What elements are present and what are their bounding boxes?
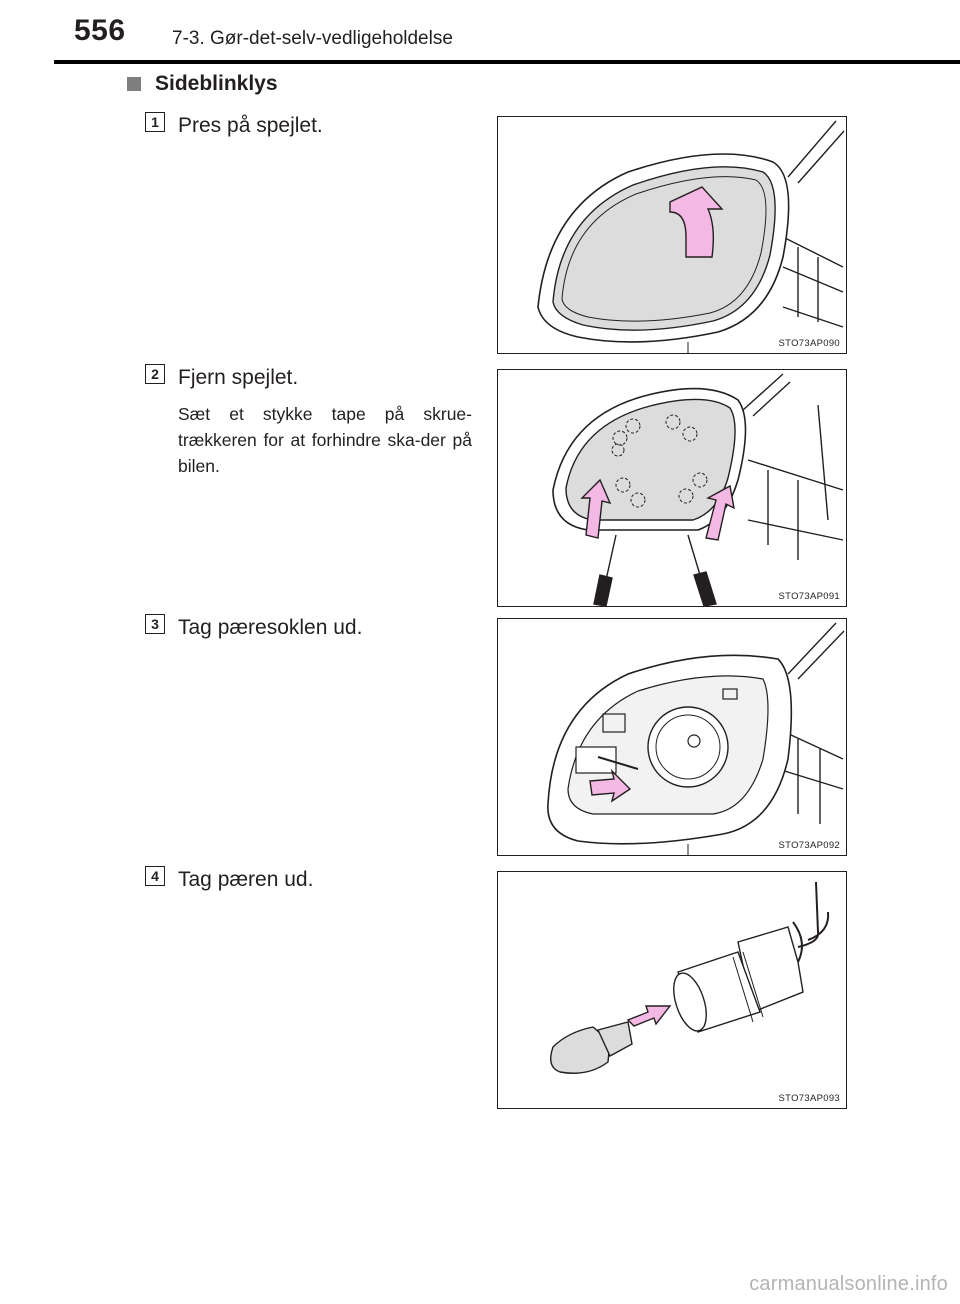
step-badge-4: 4 [145, 866, 165, 886]
figure-code-3: STO73AP092 [778, 840, 840, 851]
figure-press-mirror: STO73AP090 [497, 116, 847, 354]
square-bullet-icon [127, 77, 141, 91]
figure-remove-mirror: STO73AP091 [497, 369, 847, 607]
figure-code-2: STO73AP091 [778, 591, 840, 602]
bulb-socket-illustration [547, 622, 845, 855]
figure-remove-bulb: STO73AP093 [497, 871, 847, 1109]
bulb-removal-illustration [550, 881, 830, 1074]
section-heading: Sideblinklys [127, 72, 278, 96]
chapter-title: 7-3. Gør-det-selv-vedligeholdelse [172, 28, 453, 49]
page-number: 556 [74, 14, 126, 47]
watermark: carmanualsonline.info [749, 1273, 948, 1295]
step-text-1: Pres på spejlet. [178, 114, 323, 137]
step-badge-3: 3 [145, 614, 165, 634]
step-badge-1: 1 [145, 112, 165, 132]
figure-code-4: STO73AP093 [778, 1093, 840, 1104]
section-heading-text: Sideblinklys [155, 72, 278, 95]
mirror-remove-illustration [552, 373, 844, 606]
figure-remove-bulb-socket: STO73AP092 [497, 618, 847, 856]
mirror-press-illustration [537, 120, 845, 353]
step-note-2: Sæt et stykke tape på skrue-trækkeren fo… [178, 404, 472, 476]
header-rule [54, 60, 960, 64]
step-text-4: Tag pæren ud. [178, 868, 314, 891]
step-text-2: Fjern spejlet. [178, 366, 299, 389]
step-badge-2: 2 [145, 364, 165, 384]
step-text-3: Tag pæresoklen ud. [178, 616, 363, 639]
figure-code-1: STO73AP090 [778, 338, 840, 349]
